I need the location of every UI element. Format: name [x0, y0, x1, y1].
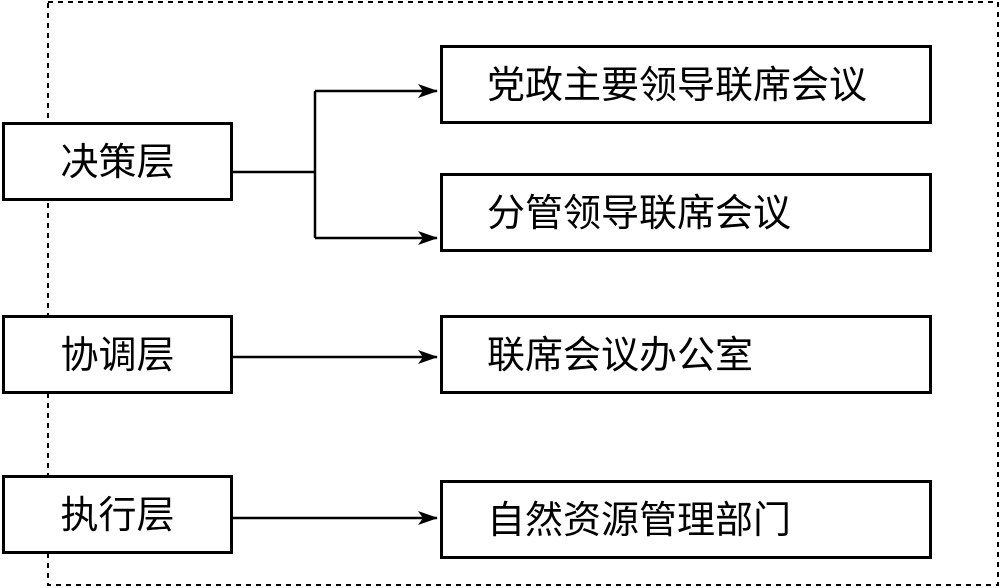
node-natural-resources-dept-label: 自然资源管理部门 [487, 497, 792, 542]
dashed-boundary [47, 1, 999, 586]
node-joint-meeting-office: 联席会议办公室 [440, 315, 932, 394]
node-deputy-joint-meeting-label: 分管领导联席会议 [487, 190, 792, 235]
node-decision-layer-label: 决策层 [60, 139, 175, 184]
node-execution-layer: 执行层 [2, 475, 233, 554]
node-party-gov-joint-meeting: 党政主要领导联席会议 [440, 45, 932, 124]
node-coordination-layer-label: 协调层 [60, 332, 175, 377]
connector-decision-trunk [233, 91, 317, 238]
node-deputy-joint-meeting: 分管领导联席会议 [440, 173, 932, 252]
node-party-gov-joint-meeting-label: 党政主要领导联席会议 [487, 62, 868, 107]
node-decision-layer: 决策层 [2, 122, 233, 201]
node-joint-meeting-office-label: 联席会议办公室 [487, 332, 754, 377]
node-coordination-layer: 协调层 [2, 315, 233, 394]
node-natural-resources-dept: 自然资源管理部门 [440, 480, 932, 559]
node-execution-layer-label: 执行层 [60, 492, 175, 537]
